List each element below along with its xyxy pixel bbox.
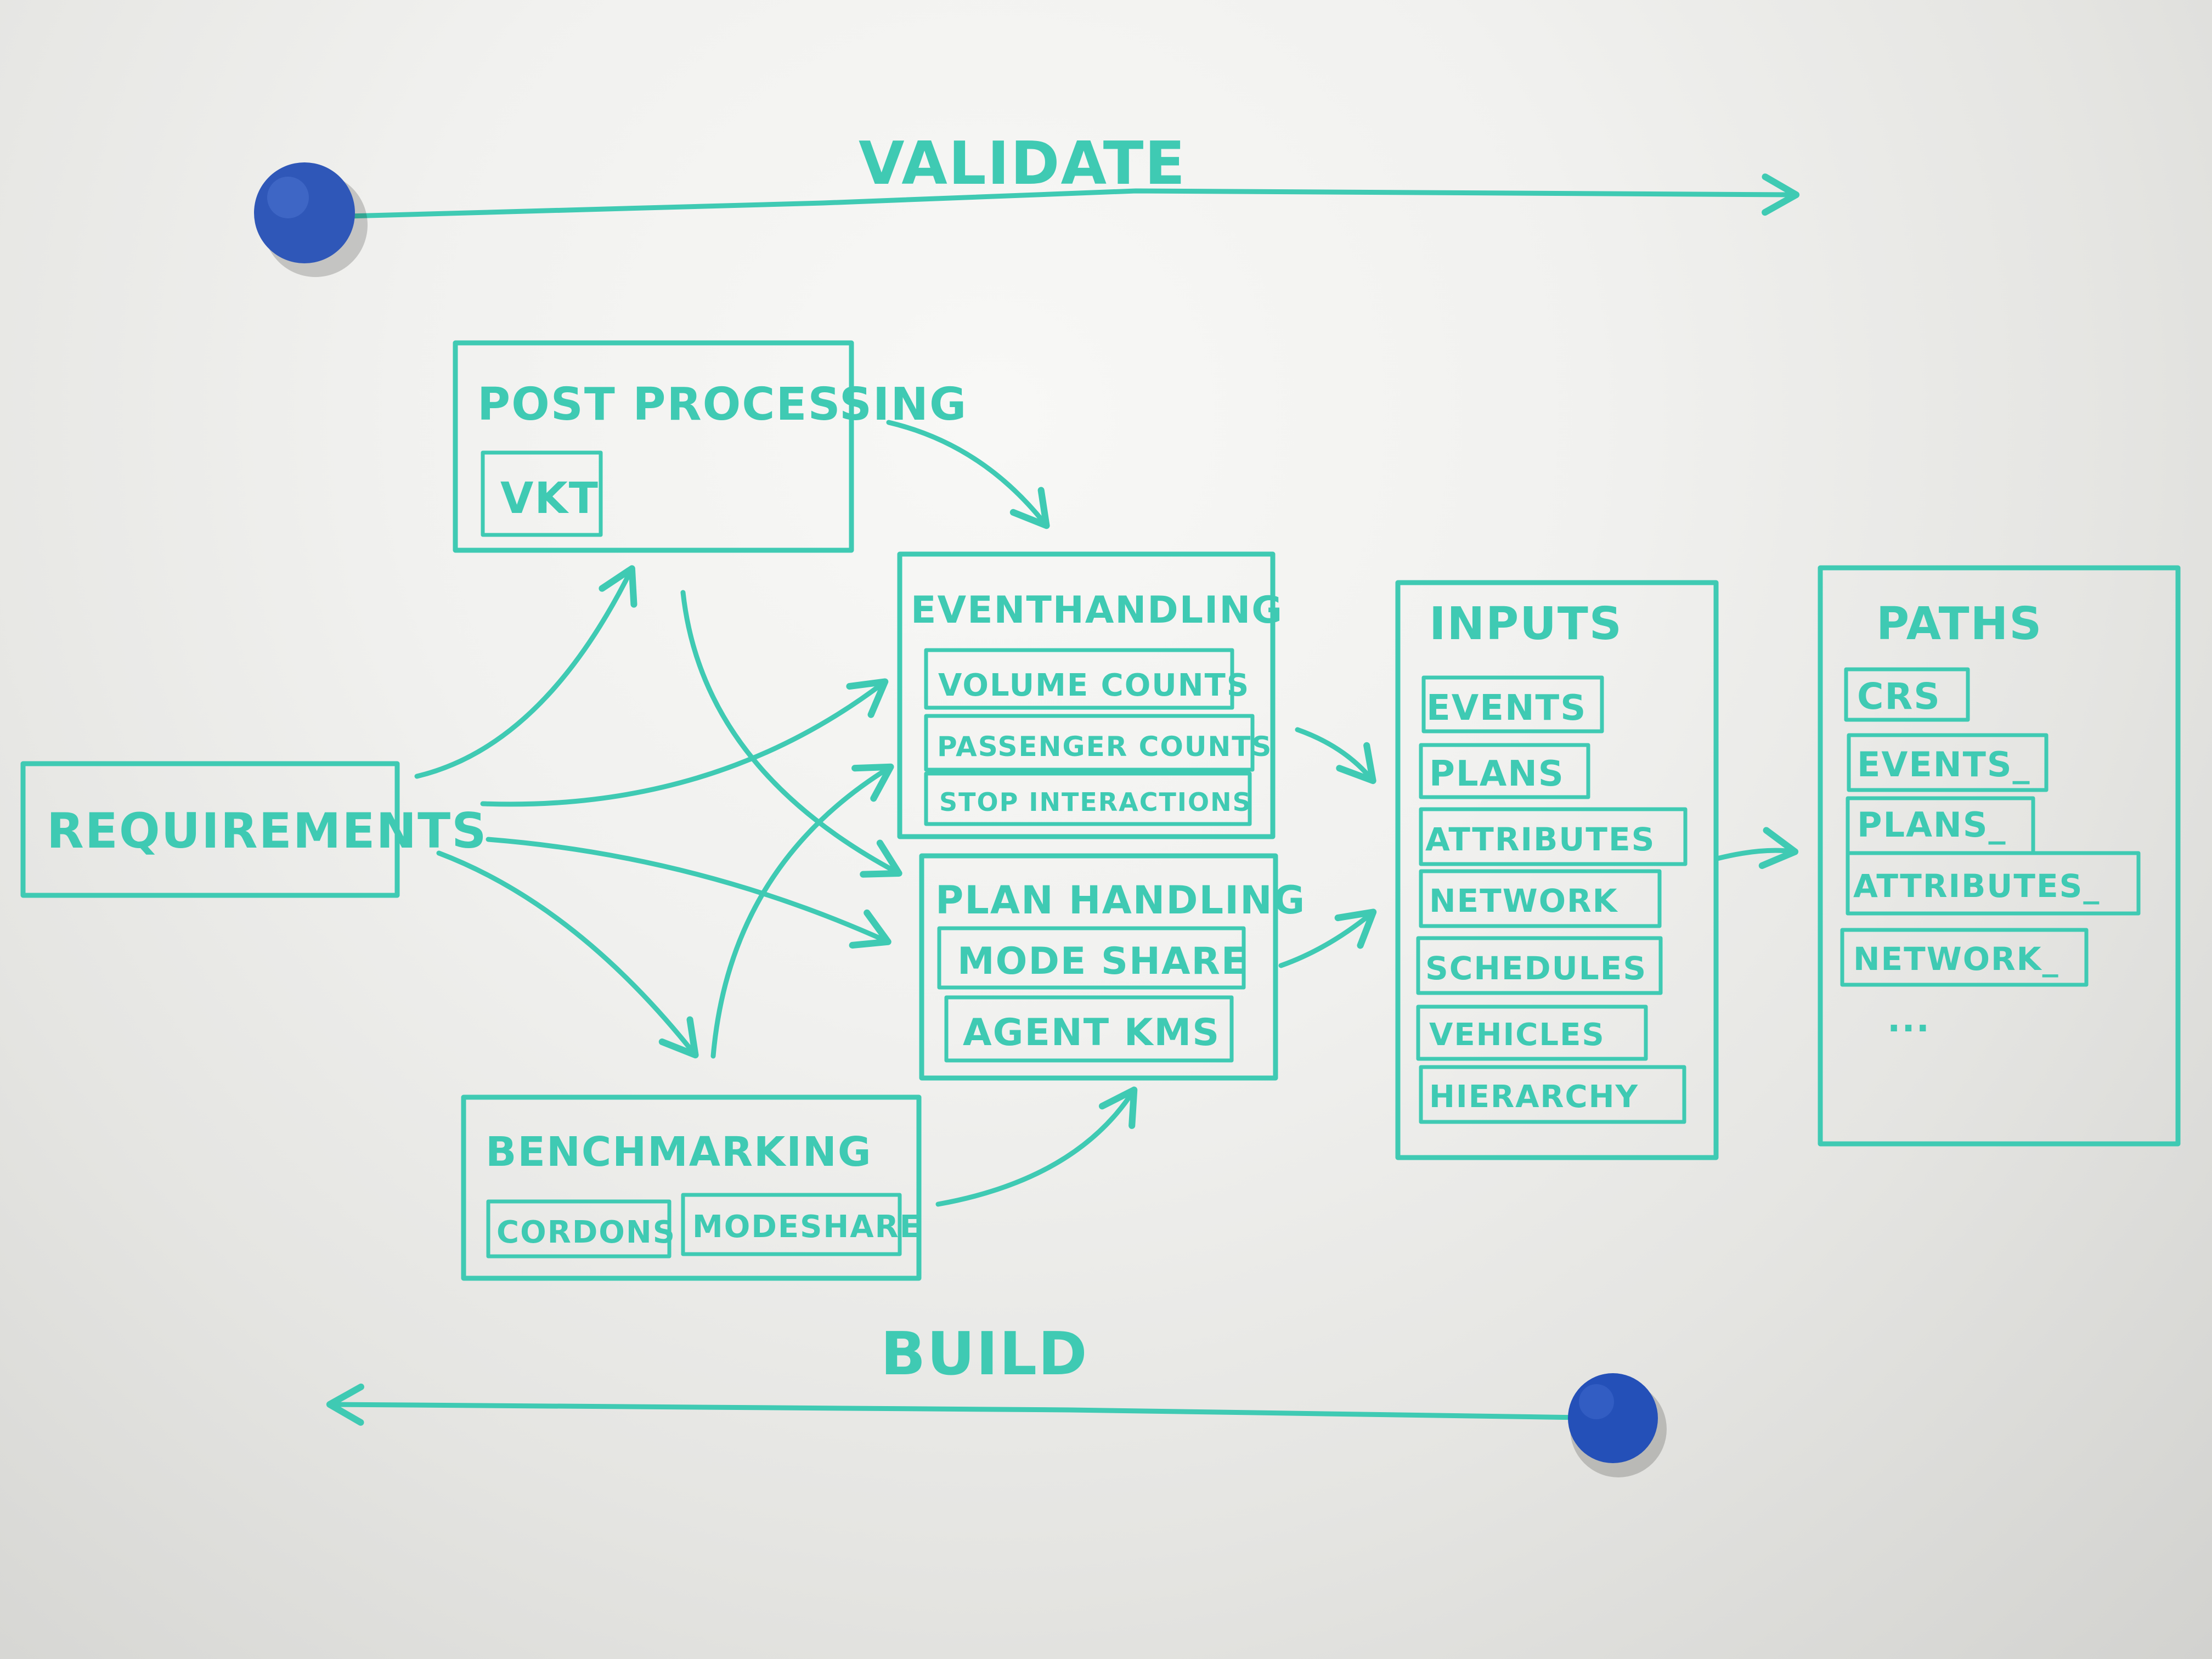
- arrow-benchmarking-to-eventhandling: [710, 763, 894, 1059]
- event-handling-item-passenger-counts: PASSENGER COUNTS: [937, 731, 1272, 763]
- plan-handling-item-mode-share: MODE SHARE: [957, 940, 1248, 983]
- arrow-requirements-to-benchmarking: [436, 850, 699, 1059]
- requirements-label: REQUIREMENTS: [47, 803, 488, 859]
- paths-item-plans: PLANS_: [1857, 805, 2006, 845]
- arrow-planhandling-to-inputs: [1278, 909, 1377, 968]
- arrow-postprocessing-to-planhandling: [680, 590, 902, 878]
- build-timeline: BUILD: [326, 1320, 1667, 1477]
- event-handling-item-stop-interactions: STOP INTERACTIONS: [939, 787, 1252, 817]
- build-label: BUILD: [881, 1320, 1088, 1389]
- plan-handling-item-agent-kms: AGENT KMS: [963, 1011, 1220, 1054]
- benchmarking-title: BENCHMARKING: [486, 1128, 872, 1176]
- requirements-box: REQUIREMENTS: [20, 761, 488, 898]
- plan-handling-title: PLAN HANDLING: [935, 878, 1306, 923]
- validate-timeline: VALIDATE: [254, 129, 1800, 277]
- plan-handling-box: PLAN HANDLING MODE SHARE AGENT KMS: [919, 853, 1306, 1081]
- magnet-top: [254, 162, 355, 263]
- arrow-eventhandling-to-inputs: [1295, 727, 1376, 785]
- event-handling-title: EVENTHANDLING: [911, 589, 1283, 632]
- validate-arrow: [326, 173, 1800, 219]
- benchmarking-item-modeshare: MODESHARE: [692, 1209, 922, 1245]
- paths-item-crs: CRS: [1857, 675, 1941, 718]
- inputs-item-events: EVENTS: [1426, 688, 1587, 729]
- connectors: [414, 420, 1799, 1207]
- paths-item-attributes: ATTRIBUTES_: [1853, 867, 2100, 905]
- paths-box: PATHS CRS EVENTS_ PLANS_ ATTRIBUTES_ NET…: [1818, 565, 2181, 1147]
- benchmarking-box: BENCHMARKING CORDONS MODESHARE: [461, 1094, 922, 1281]
- inputs-item-plans: PLANS: [1429, 754, 1565, 794]
- post-processing-title: POST PROCESSING: [477, 379, 967, 431]
- arrow-postprocessing-to-eventhandling: [886, 420, 1050, 529]
- inputs-item-hierarchy: HIERARCHY: [1429, 1079, 1639, 1115]
- validate-label: VALIDATE: [859, 129, 1186, 198]
- inputs-title: INPUTS: [1429, 598, 1623, 650]
- event-handling-box: EVENTHANDLING VOLUME COUNTS PASSENGER CO…: [897, 551, 1283, 839]
- paths-title: PATHS: [1876, 598, 2042, 650]
- arrow-requirements-to-eventhandling: [480, 678, 889, 807]
- inputs-item-attributes: ATTRIBUTES: [1425, 821, 1655, 858]
- benchmarking-item-cordons: CORDONS: [496, 1215, 676, 1250]
- post-processing-item-vkt: VKT: [500, 474, 599, 523]
- inputs-item-network: NETWORK: [1429, 882, 1618, 919]
- build-arrow: [326, 1383, 1621, 1426]
- inputs-box: INPUTS EVENTS PLANS ATTRIBUTES NETWORK S…: [1395, 580, 1719, 1160]
- paths-item-events: EVENTS_: [1857, 744, 2031, 785]
- arrow-benchmarking-to-planhandling: [935, 1086, 1138, 1207]
- paths-item-network: NETWORK_: [1853, 940, 2059, 978]
- arrow-requirements-to-postprocessing: [414, 565, 637, 779]
- inputs-item-schedules: SCHEDULES: [1425, 950, 1647, 987]
- arrow-requirements-to-planhandling: [486, 837, 891, 949]
- paths-item-ellipsis: ...: [1887, 1000, 1931, 1040]
- inputs-item-vehicles: VEHICLES: [1429, 1017, 1605, 1053]
- event-handling-item-volume-counts: VOLUME COUNTS: [938, 668, 1250, 703]
- arrow-inputs-to-paths: [1714, 827, 1799, 869]
- post-processing-box: POST PROCESSING VKT: [453, 340, 967, 553]
- magnet-bottom: [1568, 1373, 1658, 1463]
